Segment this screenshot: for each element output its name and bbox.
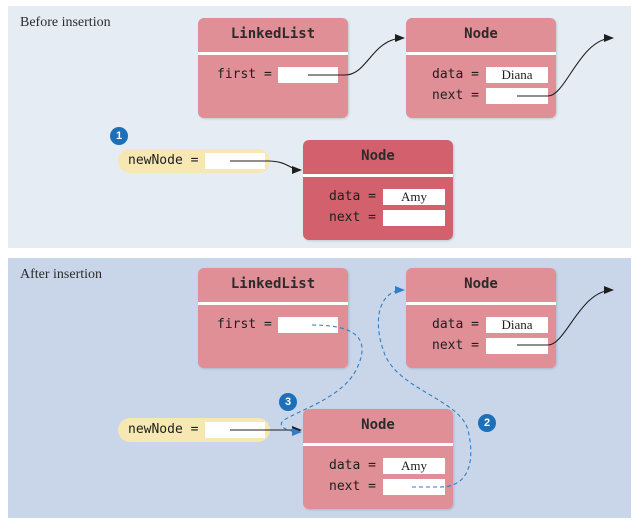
before-amy-next-value xyxy=(383,210,445,226)
before-linkedlist-class-name: LinkedList xyxy=(230,26,316,42)
step-1-badge: 1 xyxy=(110,127,128,145)
after-insertion-title: After insertion xyxy=(20,267,103,282)
after-diana-next-arrow xyxy=(517,286,614,346)
before-amy-class-name: Node xyxy=(361,148,395,164)
before-diana-data-value: Diana xyxy=(486,67,548,83)
before-node-amy-box: Node data = Amy next = xyxy=(303,140,453,240)
after-first-dashed-arrow xyxy=(280,324,363,436)
header-divider xyxy=(198,52,348,55)
after-first-label: first = xyxy=(217,317,272,332)
after-diana-data-label: data = xyxy=(432,317,479,332)
after-node-amy-box: Node data = Amy next = xyxy=(303,409,453,509)
before-newnode-label: newNode = xyxy=(128,153,199,168)
header-divider xyxy=(406,302,556,305)
before-amy-data-value: Amy xyxy=(383,189,445,205)
before-newnode-arrow xyxy=(230,160,302,174)
header-divider xyxy=(406,52,556,55)
after-first-value xyxy=(278,317,338,333)
after-amy-next-dashed-arrow xyxy=(377,286,472,488)
before-diana-data-label: data = xyxy=(432,67,479,82)
after-amy-data-label: data = xyxy=(329,458,376,473)
after-diana-class-name: Node xyxy=(464,276,498,292)
after-diana-data-value: Diana xyxy=(486,317,548,333)
after-amy-next-label: next = xyxy=(329,479,376,494)
before-amy-data-label: data = xyxy=(329,189,376,204)
after-node-diana-box: Node data = Diana next = xyxy=(406,268,556,368)
after-diana-next-value xyxy=(486,338,548,354)
before-first-label: first = xyxy=(217,67,272,82)
before-amy-next-label: next = xyxy=(329,210,376,225)
step-2-badge: 2 xyxy=(478,414,496,432)
step-3-badge: 3 xyxy=(279,393,297,411)
header-divider xyxy=(303,443,453,446)
after-diana-next-label: next = xyxy=(432,338,479,353)
before-diana-next-label: next = xyxy=(432,88,479,103)
before-diana-next-arrow xyxy=(517,34,614,97)
before-first-arrow xyxy=(308,34,405,76)
after-linkedlist-box: LinkedList first = xyxy=(198,268,348,368)
before-node-diana-box: Node data = Diana next = xyxy=(406,18,556,118)
after-amy-class-name: Node xyxy=(361,417,395,433)
after-newnode-label: newNode = xyxy=(128,422,199,437)
before-diana-class-name: Node xyxy=(464,26,498,42)
header-divider xyxy=(303,174,453,177)
before-linkedlist-box: LinkedList first = xyxy=(198,18,348,118)
after-amy-data-value: Amy xyxy=(383,458,445,474)
before-insertion-title: Before insertion xyxy=(20,15,111,30)
header-divider xyxy=(198,302,348,305)
after-linkedlist-class-name: LinkedList xyxy=(230,276,316,292)
